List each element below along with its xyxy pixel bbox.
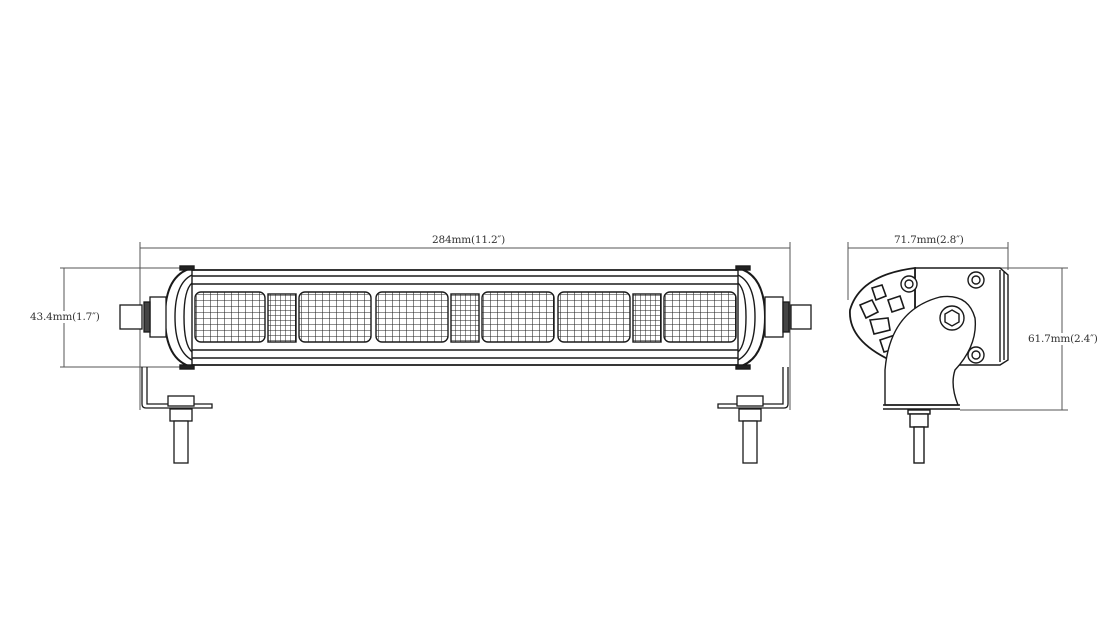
lens-array: [194, 291, 737, 343]
right-end-connector: [764, 296, 812, 338]
left-mounting-bracket: [141, 367, 213, 464]
left-end-connector: [119, 296, 167, 338]
light-bar-side-view: [849, 266, 1009, 464]
side-depth-dimension: [847, 242, 1009, 300]
right-mounting-bracket: [717, 367, 789, 464]
light-bar-front-view: [163, 265, 767, 370]
front-height-label: 43.4mm(1.7″): [29, 311, 101, 323]
side-height-label: 61.7mm(2.4″): [1027, 333, 1099, 345]
side-depth-label: 71.7mm(2.8″): [893, 234, 965, 246]
front-width-label: 284mm(11.2″): [431, 234, 507, 246]
